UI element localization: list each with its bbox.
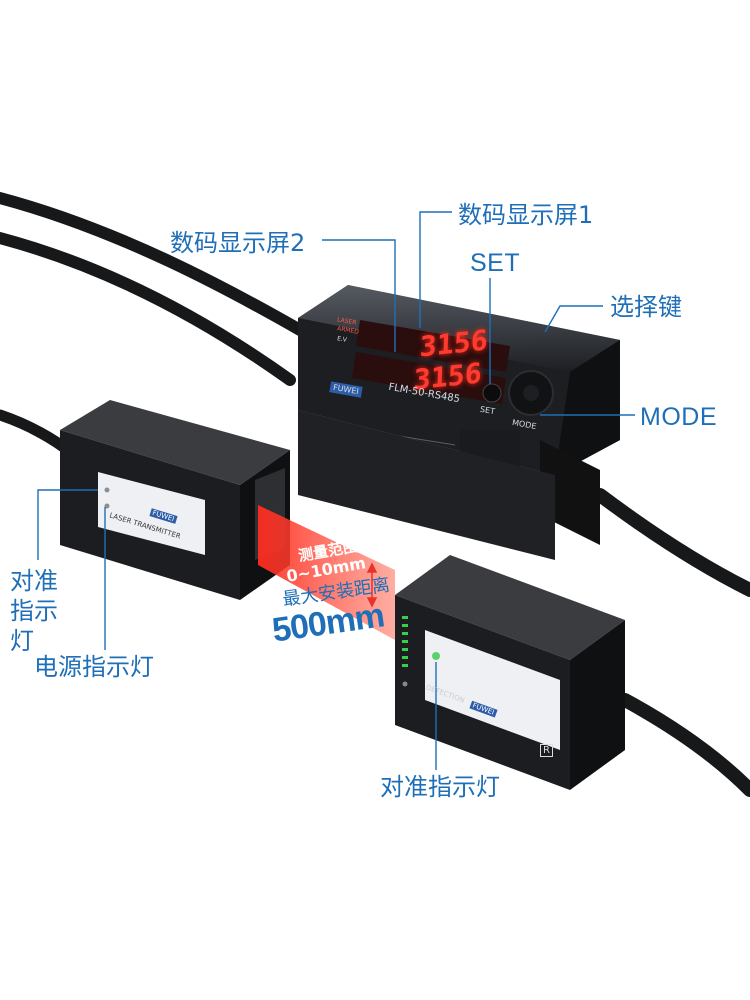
power-indicator-callout: 电源指示灯 — [34, 653, 154, 681]
cables — [0, 192, 750, 797]
mode-callout: MODE — [640, 403, 717, 431]
align-indicator-bottom-callout: 对准指示灯 — [380, 773, 500, 801]
indicator-label-2: E.V — [336, 335, 348, 344]
laser-receiver — [395, 555, 625, 790]
display1-callout: 数码显示屏1 — [458, 201, 594, 229]
range-arrow — [366, 562, 378, 608]
laser-beam — [258, 505, 395, 640]
leader-lines — [37, 211, 635, 770]
laser-transmitter — [60, 400, 290, 600]
set-callout: SET — [470, 249, 521, 277]
select-key-callout: 选择键 — [610, 293, 682, 321]
receiver-side-mark: R — [540, 744, 553, 757]
display2-callout: 数码显示屏2 — [170, 229, 306, 257]
controller-unit — [298, 285, 620, 560]
align-indicator-left-callout: 对准指示灯 — [10, 567, 58, 655]
